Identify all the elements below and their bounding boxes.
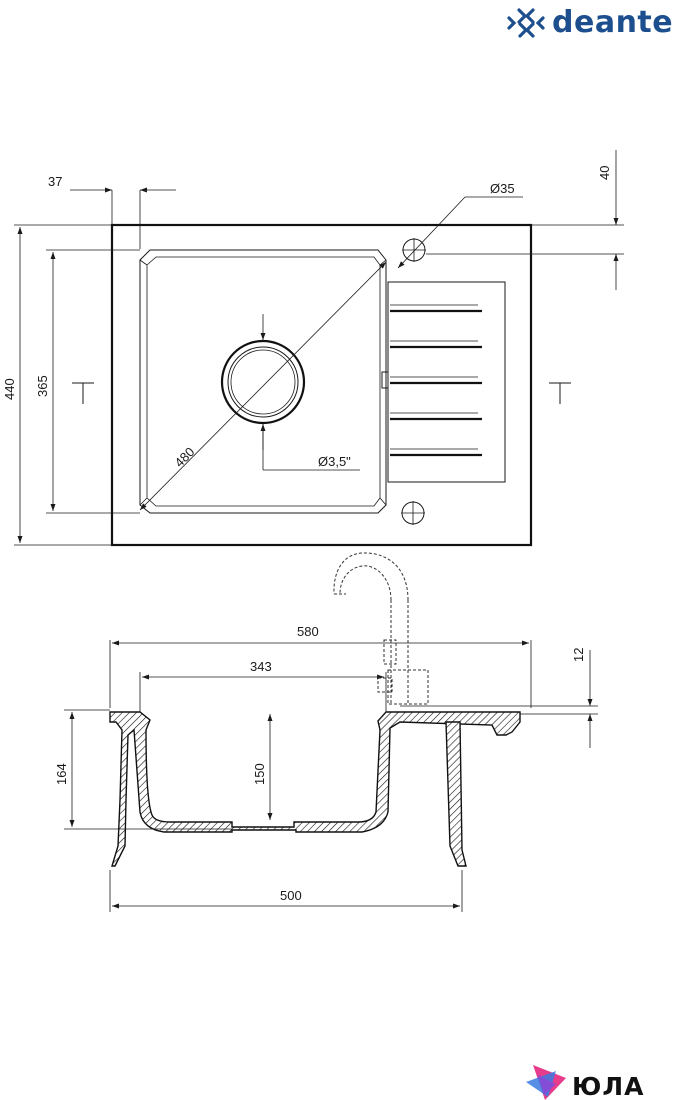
tap-hole-icon <box>402 238 426 262</box>
watermark-logo: ЮЛА <box>526 1065 644 1100</box>
faucet-outline <box>333 552 429 705</box>
waste-dia-dim: Ø3,5" <box>318 454 351 469</box>
sink-section-left <box>109 711 521 867</box>
offset-dim: 37 <box>48 174 62 189</box>
tap-hole-dia-dim: Ø35 <box>490 181 515 196</box>
watermark-name: ЮЛА <box>572 1072 644 1100</box>
section-marker-right <box>549 382 571 404</box>
bowl-outline <box>139 249 387 514</box>
bowl-width-dim: 343 <box>250 659 272 674</box>
diagonal-dim: 480 <box>172 444 198 470</box>
width-dim: 580 <box>297 624 319 639</box>
tap-hole-knockout-icon <box>401 501 425 525</box>
watermark-mark-icon <box>526 1065 566 1100</box>
drainer-grooves <box>390 309 482 457</box>
side-view: 580 343 12 164 <box>54 552 598 912</box>
sink-support-right <box>445 721 467 867</box>
top-view: 480 Ø35 Ø3,5" 37 40 440 365 <box>2 150 624 547</box>
sink-outline <box>110 223 533 547</box>
brand-name: deante <box>552 5 673 40</box>
depth-dim: 164 <box>54 763 69 785</box>
brand-logo: deante <box>507 5 673 40</box>
thickness-dim: 12 <box>571 648 586 662</box>
brand-mark-icon <box>507 8 545 38</box>
section-marker-left <box>72 382 94 404</box>
drain-outer <box>220 339 306 425</box>
overflow-slot <box>381 371 389 389</box>
height-dim: 440 <box>2 378 17 400</box>
bowl-height-dim: 365 <box>35 375 50 397</box>
base-width-dim: 500 <box>280 888 302 903</box>
drain-inner <box>227 346 299 418</box>
diagonal-dim-line <box>139 261 387 511</box>
bowl-depth-dim: 150 <box>252 763 267 785</box>
tap-offset-dim: 40 <box>597 166 612 180</box>
